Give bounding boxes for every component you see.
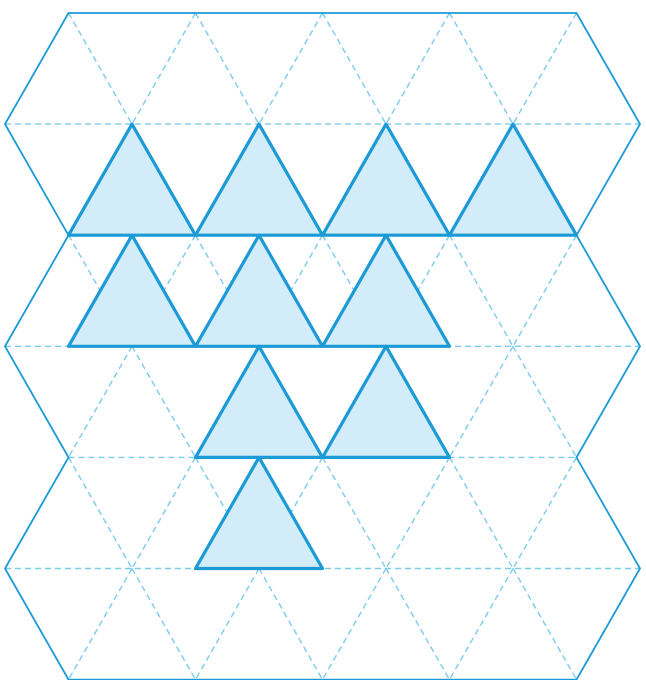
grid-diagonal-line: [448, 12, 514, 125]
grid-diagonal-line: [194, 12, 260, 125]
grid-diagonal-line: [67, 12, 133, 125]
grid-diagonal-line: [321, 12, 387, 125]
grid-diagonal-line: [131, 457, 197, 569]
grid-diagonal-line: [448, 345, 514, 458]
grid-diagonal-line: [512, 234, 578, 347]
grid-diagonal-line: [321, 457, 387, 569]
shaded-triangle: [66, 233, 198, 348]
grid-diagonal-line: [448, 457, 514, 569]
shaded-triangle: [320, 344, 452, 459]
grid-diagonal-line: [385, 457, 451, 569]
grid-diagonal-line: [67, 457, 133, 569]
grid-diagonal-line: [512, 457, 578, 569]
shaded-triangles: [66, 122, 579, 571]
grid-diagonal-line: [448, 234, 514, 347]
grid-diagonal-line: [512, 568, 578, 680]
shaded-triangle: [447, 122, 579, 237]
grid-diagonal-line: [512, 12, 578, 125]
shaded-triangle: [193, 455, 325, 571]
grid-diagonal-line: [512, 345, 578, 458]
grid-diagonal-line: [385, 12, 451, 125]
grid-diagonal-line: [321, 568, 387, 680]
grid-diagonal-line: [67, 568, 133, 680]
grid-diagonal-line: [448, 568, 514, 680]
grid-diagonal-line: [131, 568, 197, 680]
grid-diagonal-line: [131, 12, 197, 125]
grid-diagonal-line: [258, 568, 324, 680]
grid-diagonal-line: [131, 345, 197, 458]
grid-diagonal-line: [385, 568, 451, 680]
grid-diagonal-line: [258, 12, 324, 125]
grid-diagonal-line: [194, 568, 260, 680]
grid-diagonal-line: [67, 345, 133, 458]
